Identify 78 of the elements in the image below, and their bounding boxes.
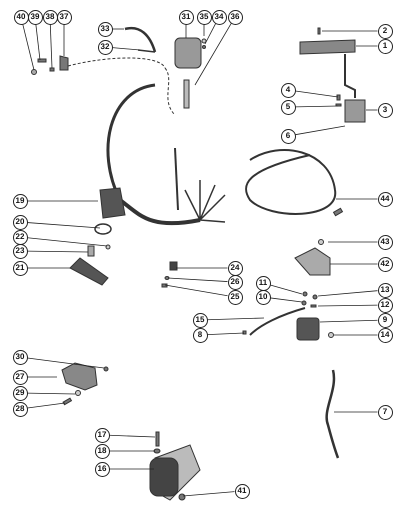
callout-number: 19 [12,194,28,208]
leader-line [50,24,52,68]
callout-number: 31 [178,10,194,24]
leader-line [320,320,378,322]
leader-line [168,278,228,282]
leader-line [22,24,34,70]
callout-number: 9 [378,312,392,328]
leader-line [109,450,156,452]
callout-number: 10 [256,290,270,304]
callout-number: 37 [56,10,72,24]
callout-number: 24 [228,260,242,276]
leader-line [109,468,154,470]
leader-line [27,250,88,252]
callout-number: 23 [12,244,28,258]
callout-number: 1 [378,38,392,54]
leader-line [27,376,58,378]
leader-line [27,237,108,246]
leader-line [112,28,124,30]
leader-line [109,434,156,438]
callout-number: 43 [378,234,392,250]
leader-line [207,318,264,320]
callout-number: 14 [378,328,392,342]
callout-number: 3 [378,102,392,118]
callout-number: 33 [98,22,112,36]
callout-number: 41 [234,484,250,498]
callout-number: 21 [12,260,28,276]
callout-number: 44 [378,192,392,206]
leader-line [295,106,338,108]
leader-line [182,491,235,496]
leader-line [270,298,302,302]
callout-number: 42 [378,256,392,272]
callout-number: 36 [228,10,242,24]
leader-line [112,47,140,50]
leader-line [194,23,232,86]
callout-number: 13 [378,282,392,298]
leader-line [318,290,378,296]
callout-number: 30 [12,350,28,364]
callout-number: 27 [12,370,28,384]
callout-number: 12 [378,298,392,312]
callout-number: 15 [192,312,208,328]
callout-number: 18 [94,444,110,458]
leader-line [164,284,228,296]
leader-line [204,23,216,44]
callout-number: 7 [378,404,392,420]
leader-line [336,198,378,200]
leader-line [27,200,98,202]
callout-number: 32 [98,40,112,54]
callout-number: 17 [94,428,110,442]
callout-number: 29 [12,386,28,400]
callout-number: 2 [378,24,392,38]
callout-number: 40 [14,10,28,24]
callout-number: 38 [42,10,58,24]
callout-number: 16 [94,462,110,476]
leader-line [270,284,302,294]
callout-number: 5 [280,100,296,114]
callout-number: 34 [212,10,226,24]
leader-line [27,222,100,228]
leader-line [27,402,66,408]
callout-number: 35 [196,10,212,24]
callout-number: 4 [280,82,296,98]
leader-line [318,304,378,306]
leader-line [27,392,76,394]
callout-number: 39 [28,10,42,24]
leader-line [207,332,244,336]
callout-number: 28 [12,402,28,416]
callout-number: 11 [256,276,270,290]
leader-line [334,334,378,336]
callout-number: 26 [228,274,242,290]
callout-number: 8 [192,328,208,342]
leader-line [295,90,338,98]
leader-line [27,358,104,368]
leader-line [322,30,378,32]
callout-number: 25 [228,290,242,304]
leader-line [35,24,40,60]
callout-number: 20 [12,214,28,230]
callout-number: 6 [280,128,296,144]
leader-line [294,126,346,136]
callout-number: 22 [12,230,28,244]
